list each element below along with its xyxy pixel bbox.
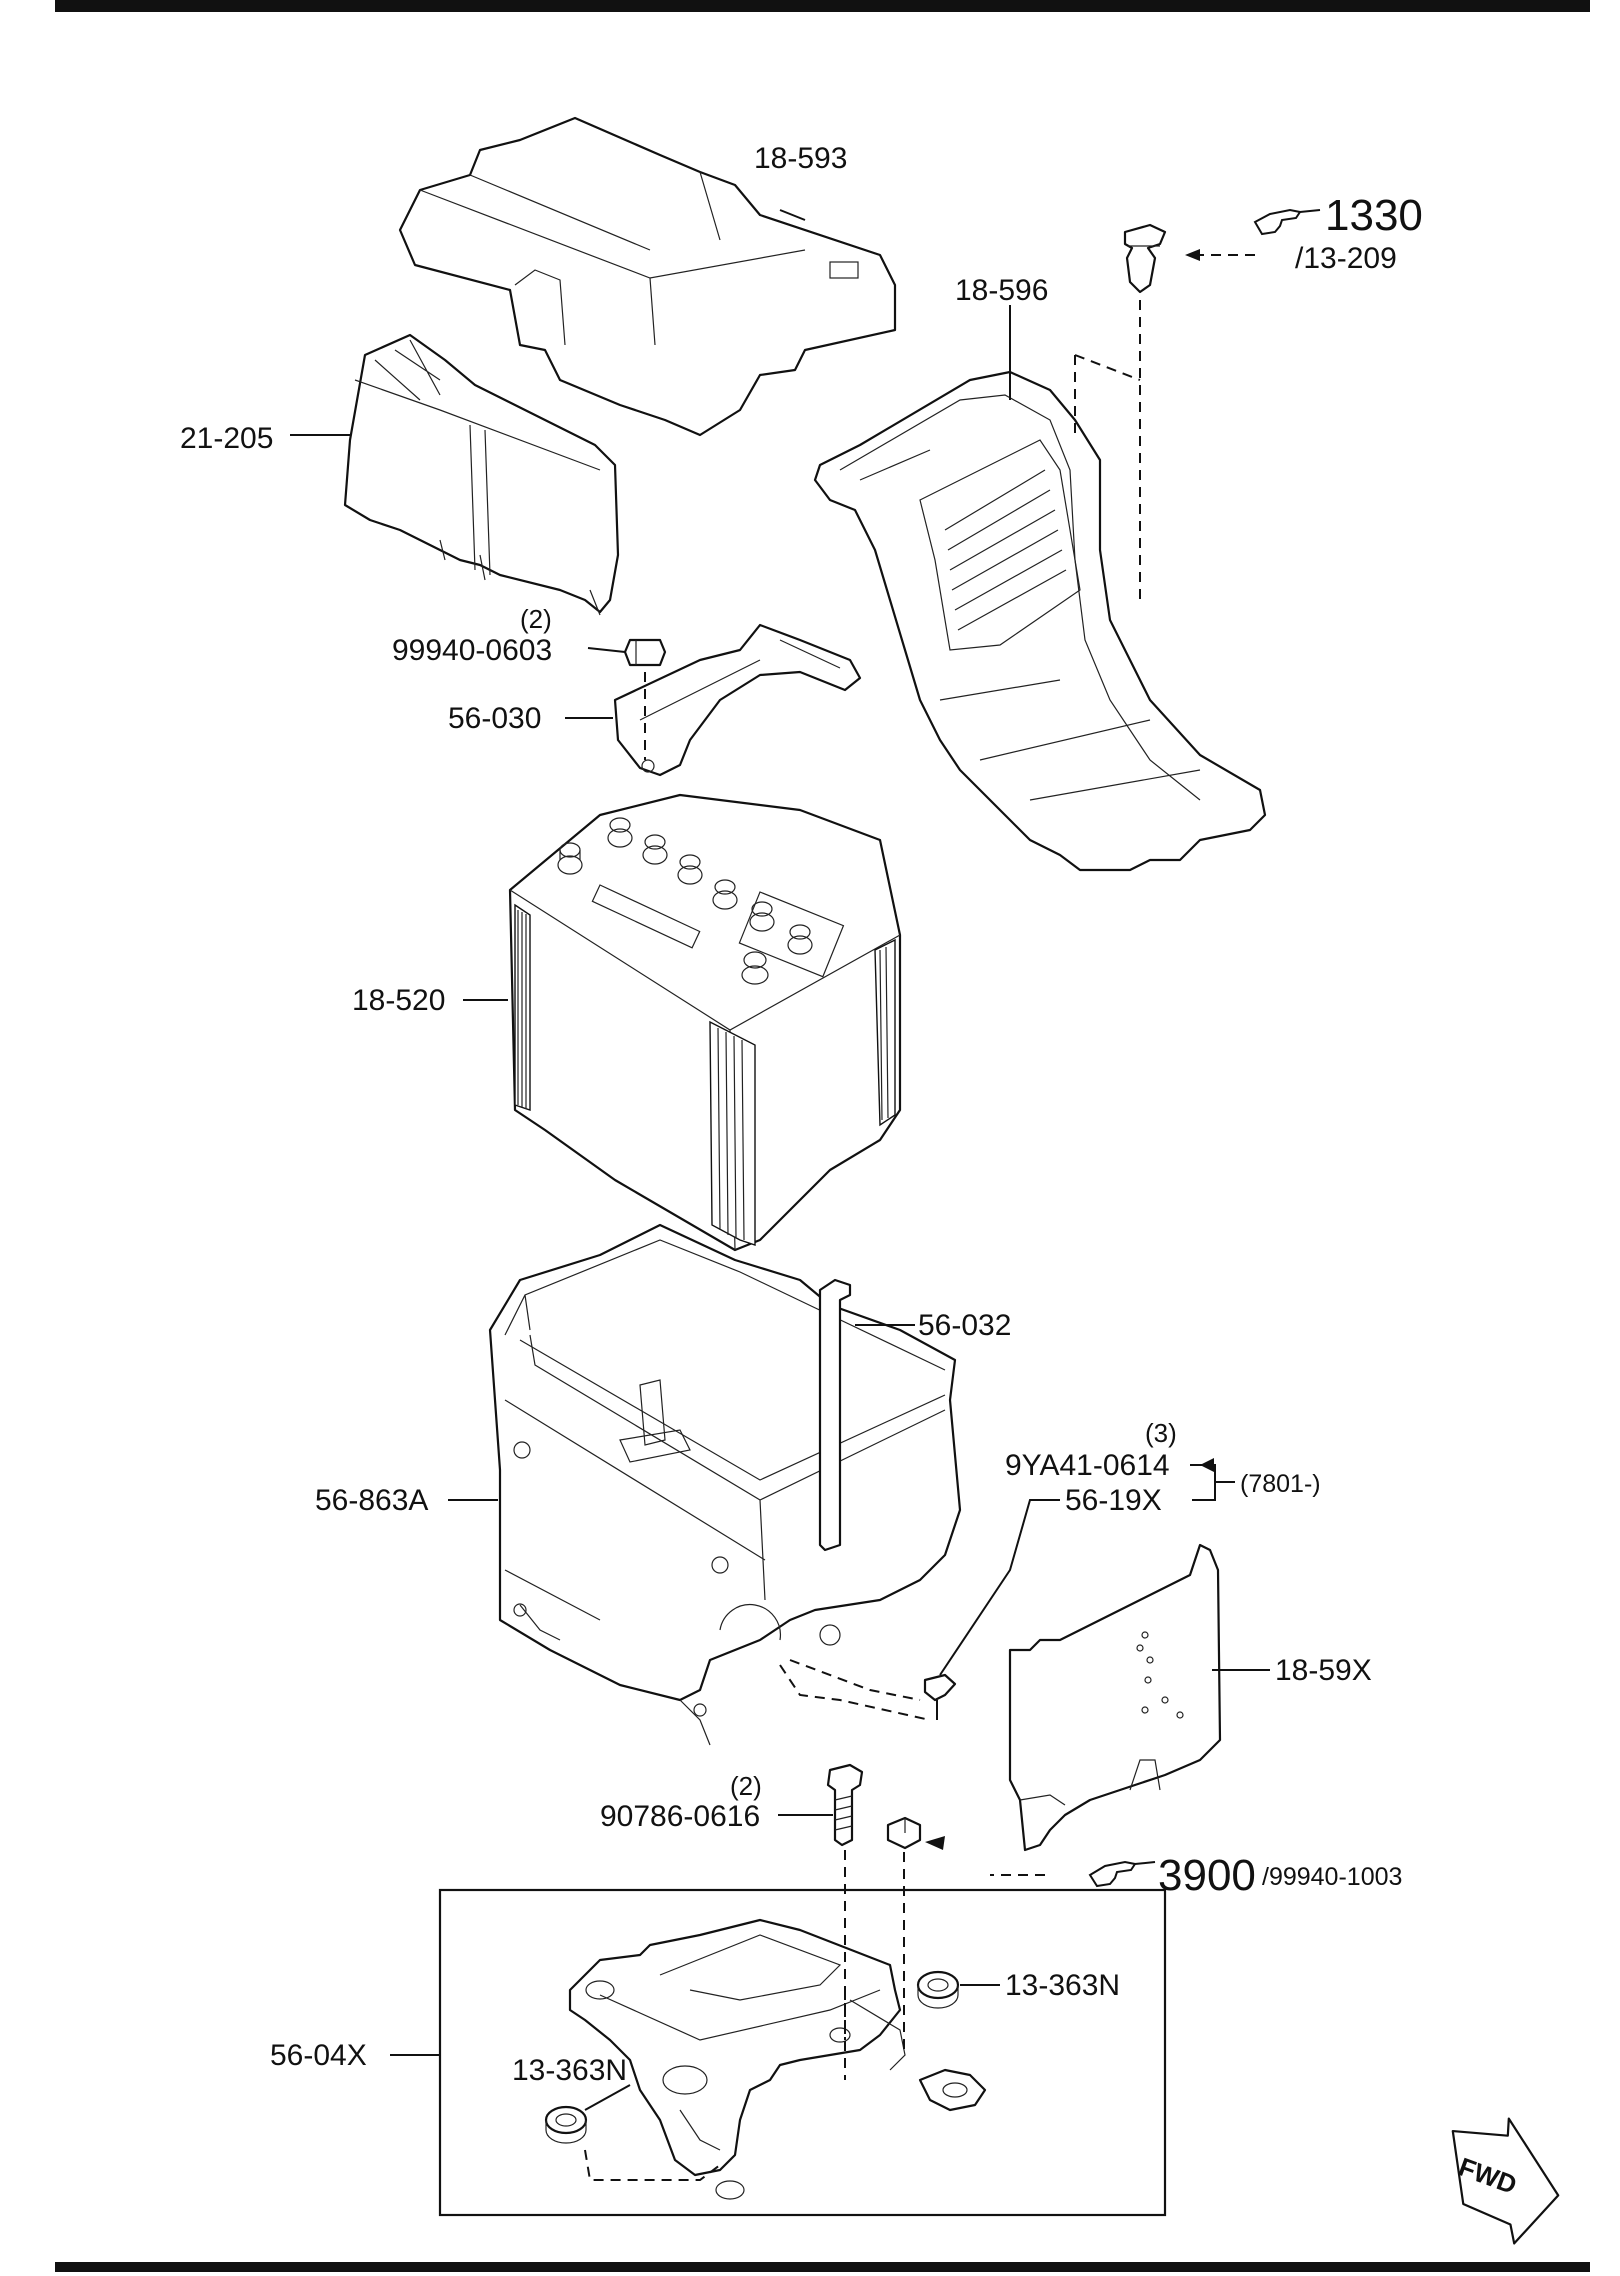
hand-pointer-icon bbox=[1253, 208, 1321, 236]
label-ref-1330: 1330 bbox=[1325, 191, 1423, 240]
fwd-arrow-icon bbox=[1451, 2117, 1560, 2245]
leader-lines bbox=[290, 209, 1270, 2111]
label-90786-0616: 90786-0616 bbox=[600, 1800, 760, 1833]
bolt-90786-0616 bbox=[826, 1763, 864, 1847]
battery bbox=[508, 793, 902, 1252]
label-56-04x: 56-04X bbox=[270, 2039, 367, 2072]
label-13-363n-left: 13-363N bbox=[512, 2054, 627, 2087]
air-duct bbox=[813, 370, 1267, 872]
label-ref-99940-1003: /99940-1003 bbox=[1262, 1863, 1402, 1891]
grommet-right bbox=[916, 1970, 960, 2009]
label-56-19x: 56-19X bbox=[1065, 1484, 1162, 1517]
carrier-assembly-box bbox=[438, 1888, 1167, 2217]
hold-down-rod bbox=[818, 1278, 852, 1552]
label-bolt-qty: (3) bbox=[1145, 1418, 1177, 1448]
hand-pointer-icon bbox=[1088, 1860, 1156, 1888]
top-border bbox=[55, 0, 1590, 12]
label-ref-3900: 3900 bbox=[1158, 1851, 1256, 1900]
arrow-to-nut bbox=[925, 1836, 945, 1850]
battery-cover-top bbox=[398, 116, 897, 437]
nut-99940-1003 bbox=[886, 1816, 922, 1850]
label-13-363n-right: 13-363N bbox=[1005, 1969, 1120, 2002]
label-9ya41-0614: 9YA41-0614 bbox=[1005, 1449, 1170, 1482]
label-56-030: 56-030 bbox=[448, 702, 541, 735]
arrow-9ya41 bbox=[1200, 1458, 1214, 1472]
push-clip bbox=[1123, 223, 1167, 294]
label-99940-0603: 99940-0603 bbox=[392, 634, 552, 667]
label-18-596: 18-596 bbox=[955, 274, 1048, 307]
label-bolt2-qty: (2) bbox=[730, 1771, 762, 1801]
label-18-59x: 18-59X bbox=[1275, 1654, 1372, 1687]
label-7801: (7801-) bbox=[1240, 1470, 1321, 1498]
bottom-border bbox=[55, 2262, 1590, 2272]
label-18-520: 18-520 bbox=[352, 984, 445, 1017]
battery-clamp bbox=[613, 623, 862, 777]
arrow-to-clip bbox=[1185, 249, 1200, 261]
label-ref-13-209: /13-209 bbox=[1295, 242, 1397, 275]
side-cover bbox=[1008, 1543, 1222, 1852]
label-56-863a: 56-863A bbox=[315, 1484, 428, 1517]
label-56-032: 56-032 bbox=[918, 1309, 1011, 1342]
terminal-cover bbox=[343, 333, 620, 616]
label-18-593: 18-593 bbox=[754, 142, 847, 175]
label-nut-qty: (2) bbox=[520, 604, 552, 634]
bolt-9ya41-0614 bbox=[923, 1673, 957, 1720]
battery-carrier bbox=[568, 1918, 987, 2200]
grommet-left bbox=[544, 2105, 588, 2144]
battery-tray bbox=[488, 1223, 962, 1746]
alignment-lines bbox=[584, 254, 1255, 2181]
label-21-205: 21-205 bbox=[180, 422, 273, 455]
nut-99940-0603 bbox=[623, 638, 667, 667]
